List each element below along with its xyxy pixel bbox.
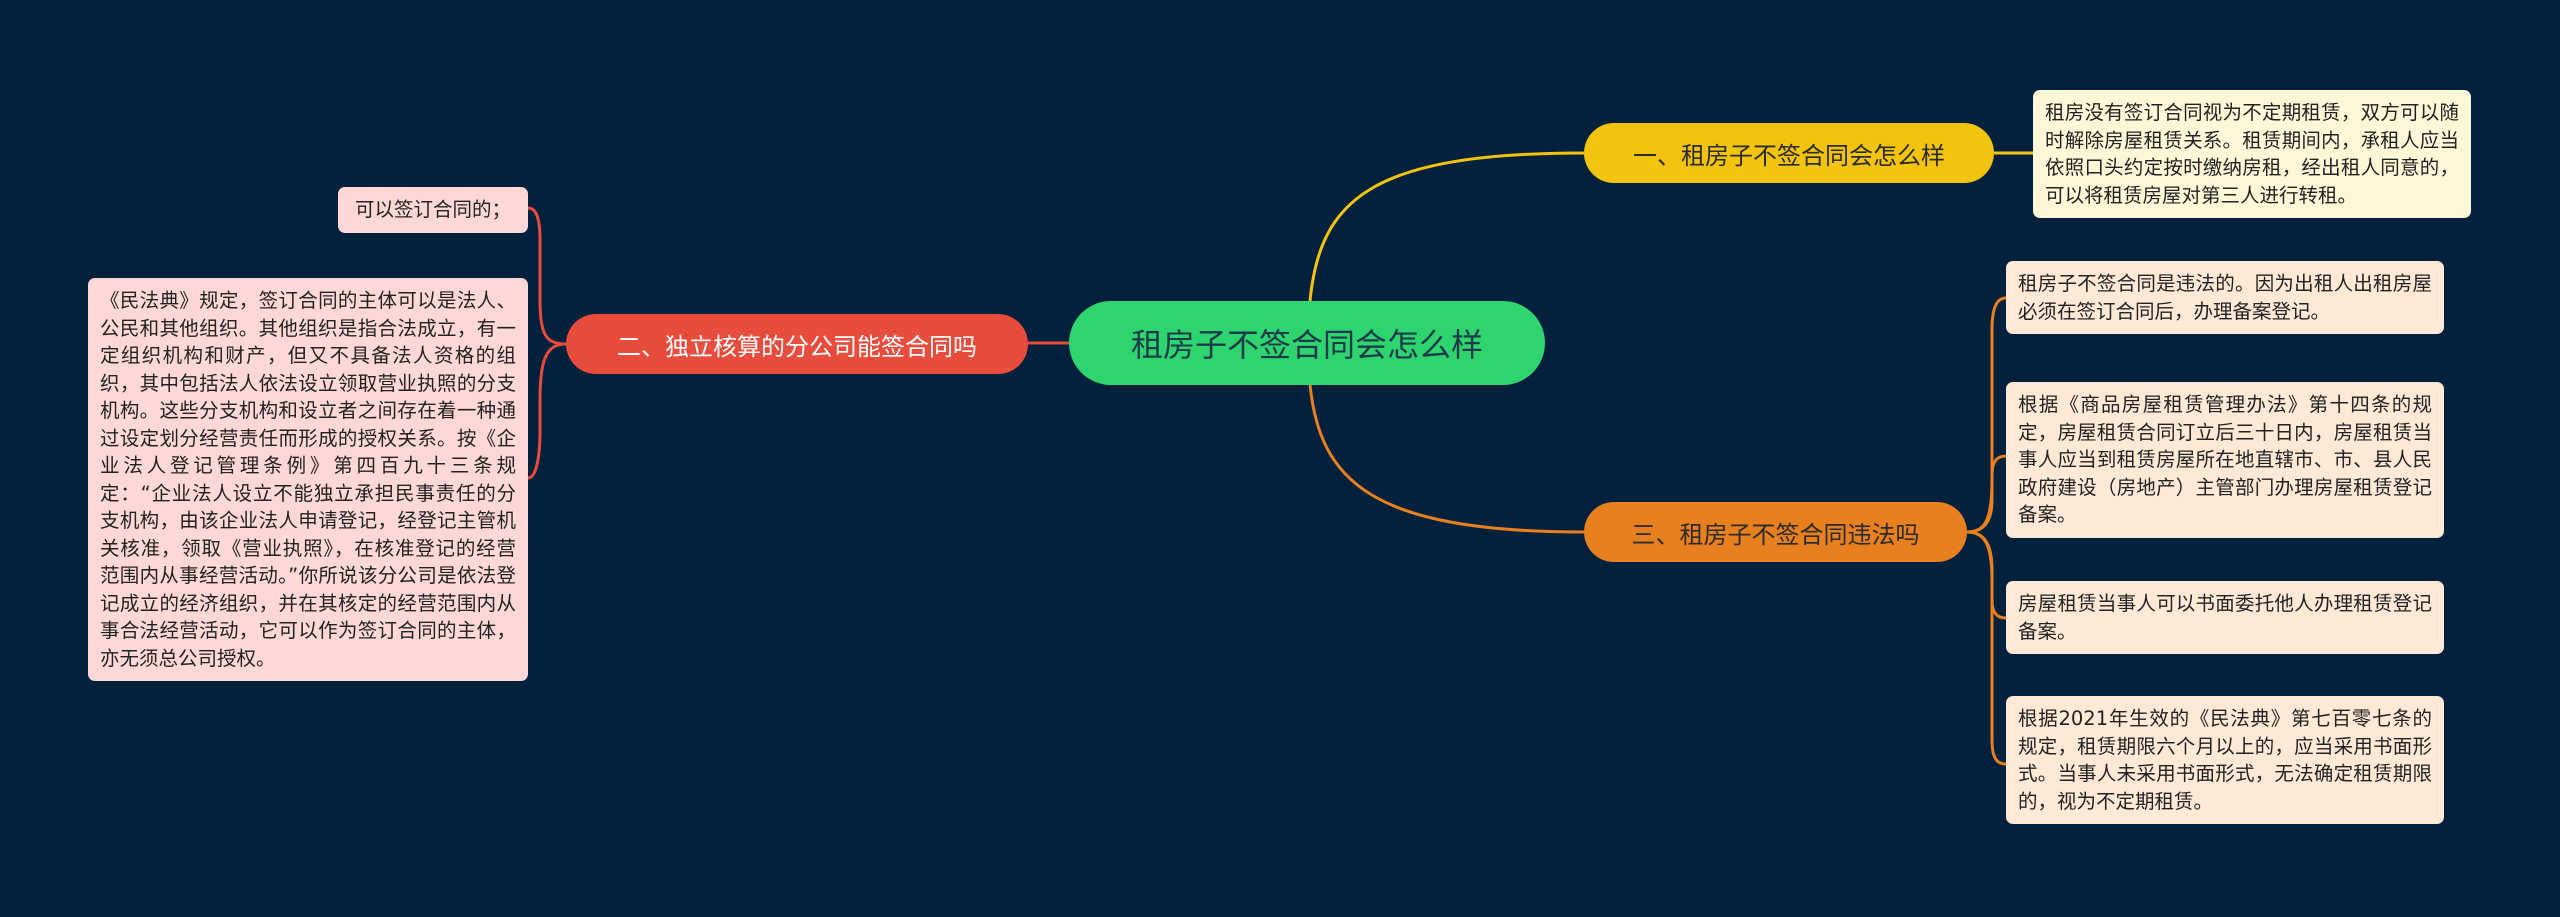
note-branch-3-4[interactable]: 根据2021年生效的《民法典》第七百零七条的规定，租赁期限六个月以上的，应当采用… xyxy=(2006,696,2444,824)
connector-branch-2-note-1 xyxy=(527,206,567,346)
branch-topic-1[interactable]: 一、租房子不签合同会怎么样 xyxy=(1584,123,1994,183)
connector-branch-3-note-1 xyxy=(1966,296,2007,534)
note-branch-2-1[interactable]: 可以签订合同的； xyxy=(338,187,528,233)
branch-topic-3[interactable]: 三、租房子不签合同违法吗 xyxy=(1584,502,1967,562)
connector-center-branch-3 xyxy=(1308,384,1585,534)
note-branch-3-2[interactable]: 根据《商品房屋租赁管理办法》第十四条的规定，房屋租赁合同订立后三十日内，房屋租赁… xyxy=(2006,382,2444,538)
note-branch-3-3[interactable]: 房屋租赁当事人可以书面委托他人办理租赁登记备案。 xyxy=(2006,581,2444,654)
connector-branch-3-note-4 xyxy=(1966,530,2007,766)
connector-branch-3-note-2 xyxy=(1966,454,2007,534)
note-branch-1-1[interactable]: 租房没有签订合同视为不定期租赁，双方可以随时解除房屋租赁关系。租赁期间内，承租人… xyxy=(2033,90,2471,218)
connector-branch-2-note-2 xyxy=(527,342,567,480)
central-topic[interactable]: 租房子不签合同会怎么样 xyxy=(1069,301,1545,385)
connector-center-branch-1 xyxy=(1308,151,1585,302)
note-branch-3-1[interactable]: 租房子不签合同是违法的。因为出租人出租房屋必须在签订合同后，办理备案登记。 xyxy=(2006,261,2444,334)
note-branch-2-2[interactable]: 《民法典》规定，签订合同的主体可以是法人、公民和其他组织。其他组织是指合法成立，… xyxy=(88,278,528,681)
branch-topic-2[interactable]: 二、独立核算的分公司能签合同吗 xyxy=(566,314,1028,374)
